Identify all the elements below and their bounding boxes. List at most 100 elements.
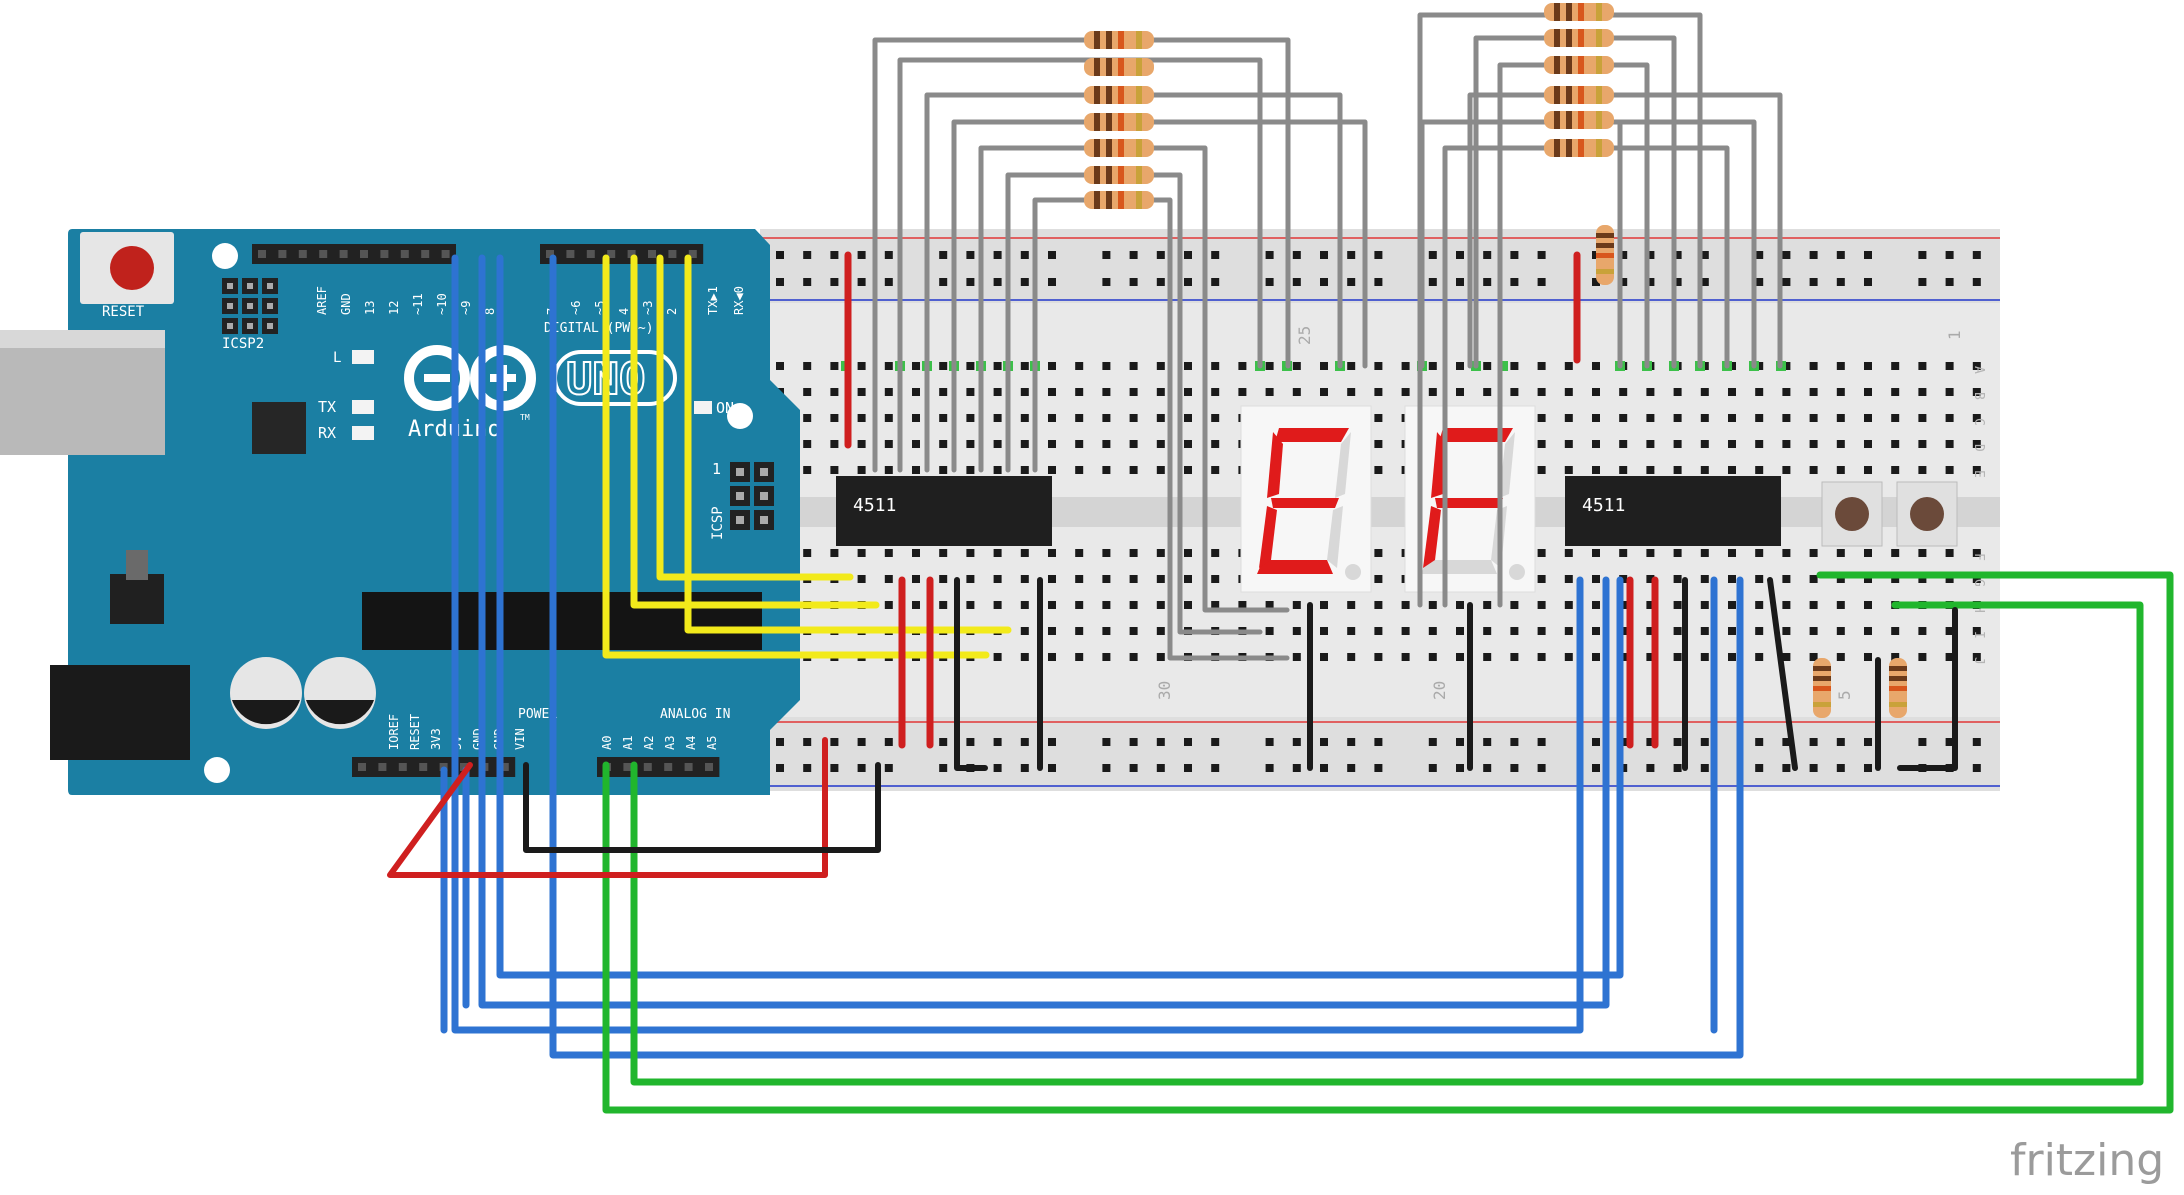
breadboard-hole (1102, 466, 1111, 474)
rail-hole (1972, 764, 1981, 772)
breadboard-hole (1156, 466, 1165, 474)
breadboard-hole (857, 388, 866, 396)
rail-hole (857, 278, 866, 286)
resistor-right-5-band (1578, 139, 1584, 157)
rail-hole (1673, 251, 1682, 259)
breadboard-hole (1646, 549, 1655, 557)
black-wire-5 (1897, 607, 1958, 771)
rail-hole (830, 251, 839, 259)
rail-hole (1211, 251, 1220, 259)
resistor-left-4-band (1136, 139, 1142, 157)
breadboard-hole (1075, 653, 1084, 661)
breadboard-hole (1972, 414, 1981, 422)
breadboard-hole (1945, 388, 1954, 396)
rail-hole (776, 251, 784, 259)
icsp-pin-core (760, 516, 768, 524)
rail-hole (830, 738, 839, 746)
breadboard-hole (1592, 414, 1600, 422)
resistor-top-pulldown-band (1596, 269, 1614, 274)
breadboard-hole (1156, 549, 1165, 557)
breadboard-hole (1564, 549, 1573, 557)
push-button-1-cap[interactable] (1835, 497, 1869, 531)
rail-hole (1347, 251, 1356, 259)
trademark-label: TM (520, 413, 530, 422)
row-letter-b: B (1971, 392, 1986, 400)
resistor-left-5-band (1106, 166, 1112, 184)
breadboard-hole (1211, 601, 1220, 609)
resistor-left-4-band (1118, 139, 1124, 157)
push-button-1[interactable] (1821, 481, 1883, 547)
resistor-right-4-band (1596, 111, 1602, 129)
breadboard-hole (1483, 362, 1492, 370)
rail-hole (1972, 738, 1981, 746)
breadboard-hole (1755, 549, 1764, 557)
green-wire-1 (630, 601, 2144, 1086)
breadboard-hole (1891, 388, 1900, 396)
breadboard-hole (1809, 466, 1818, 474)
power-pin-label: 3V3 (429, 728, 443, 750)
breadboard-hole (1782, 362, 1791, 370)
rail-hole (884, 278, 893, 286)
row-letter-d: D (1971, 444, 1986, 452)
icsp2-pin-core (227, 323, 233, 329)
display-left-segment-e (1259, 506, 1277, 568)
digital-header-label: DIGITAL (PWM~) (544, 321, 654, 336)
analog-header-label: ANALOG IN (660, 707, 730, 722)
header-power-pin (358, 763, 366, 771)
rail-hole (1782, 251, 1791, 259)
breadboard-hole (1809, 549, 1818, 557)
breadboard-hole (1564, 575, 1573, 583)
rail-hole (939, 738, 948, 746)
breadboard-hole (1646, 627, 1655, 635)
breadboard-hole (803, 362, 812, 370)
rail-hole (776, 738, 784, 746)
fritzing-logo: fritzing (2010, 1135, 2164, 1186)
segment-wire-left-1 (897, 57, 1263, 473)
breadboard-hole (1211, 414, 1220, 422)
breadboard-hole (1537, 362, 1546, 370)
icsp2-pin-core (247, 323, 253, 329)
push-button-2[interactable] (1896, 481, 1958, 547)
breadboard-hole (1156, 362, 1165, 370)
col-number-5: 5 (1835, 690, 1854, 700)
breadboard-hole (993, 549, 1002, 557)
reset-button[interactable] (110, 246, 154, 290)
usb-connector (0, 330, 165, 455)
push-button-2-cap[interactable] (1910, 497, 1944, 531)
breadboard-hole (1048, 575, 1056, 583)
resistor-right-1-band (1596, 29, 1602, 47)
breadboard-hole (1891, 653, 1900, 661)
rail-hole (803, 764, 812, 772)
rail-hole (1782, 764, 1791, 772)
resistor-left-2-band (1118, 86, 1124, 104)
rail-hole (1510, 738, 1519, 746)
breadboard-hole (1619, 440, 1628, 448)
rail-hole (1428, 738, 1437, 746)
breadboard-hole (1836, 601, 1845, 609)
resistor-left-1-band (1118, 58, 1124, 76)
rail-hole (1102, 764, 1111, 772)
breadboard-hole (1891, 414, 1900, 422)
segment-wire-left-3 (951, 119, 1368, 473)
breadboard-hole (1673, 601, 1682, 609)
breadboard-hole (1048, 549, 1056, 557)
resistor-left-3-band (1136, 113, 1142, 131)
breadboard-hole (884, 575, 893, 583)
breadboard-hole (1374, 388, 1383, 396)
breadboard-hole (1102, 601, 1111, 609)
breadboard-hole (1510, 627, 1519, 635)
icsp2-label: ICSP2 (222, 336, 264, 352)
breadboard-hole (830, 549, 839, 557)
breadboard-hole (939, 440, 948, 448)
mount-hole-right (727, 403, 753, 429)
breadboard-hole (1184, 388, 1192, 396)
yellow-wire-1 (630, 254, 880, 609)
breadboard-hole (1184, 601, 1192, 609)
rail-hole (939, 764, 948, 772)
breadboard-hole (857, 466, 866, 474)
breadboard-hole (1809, 440, 1818, 448)
blue-wire-0 (451, 254, 1584, 1034)
rail-hole (1836, 764, 1845, 772)
microcontroller-chip-small (252, 402, 306, 454)
